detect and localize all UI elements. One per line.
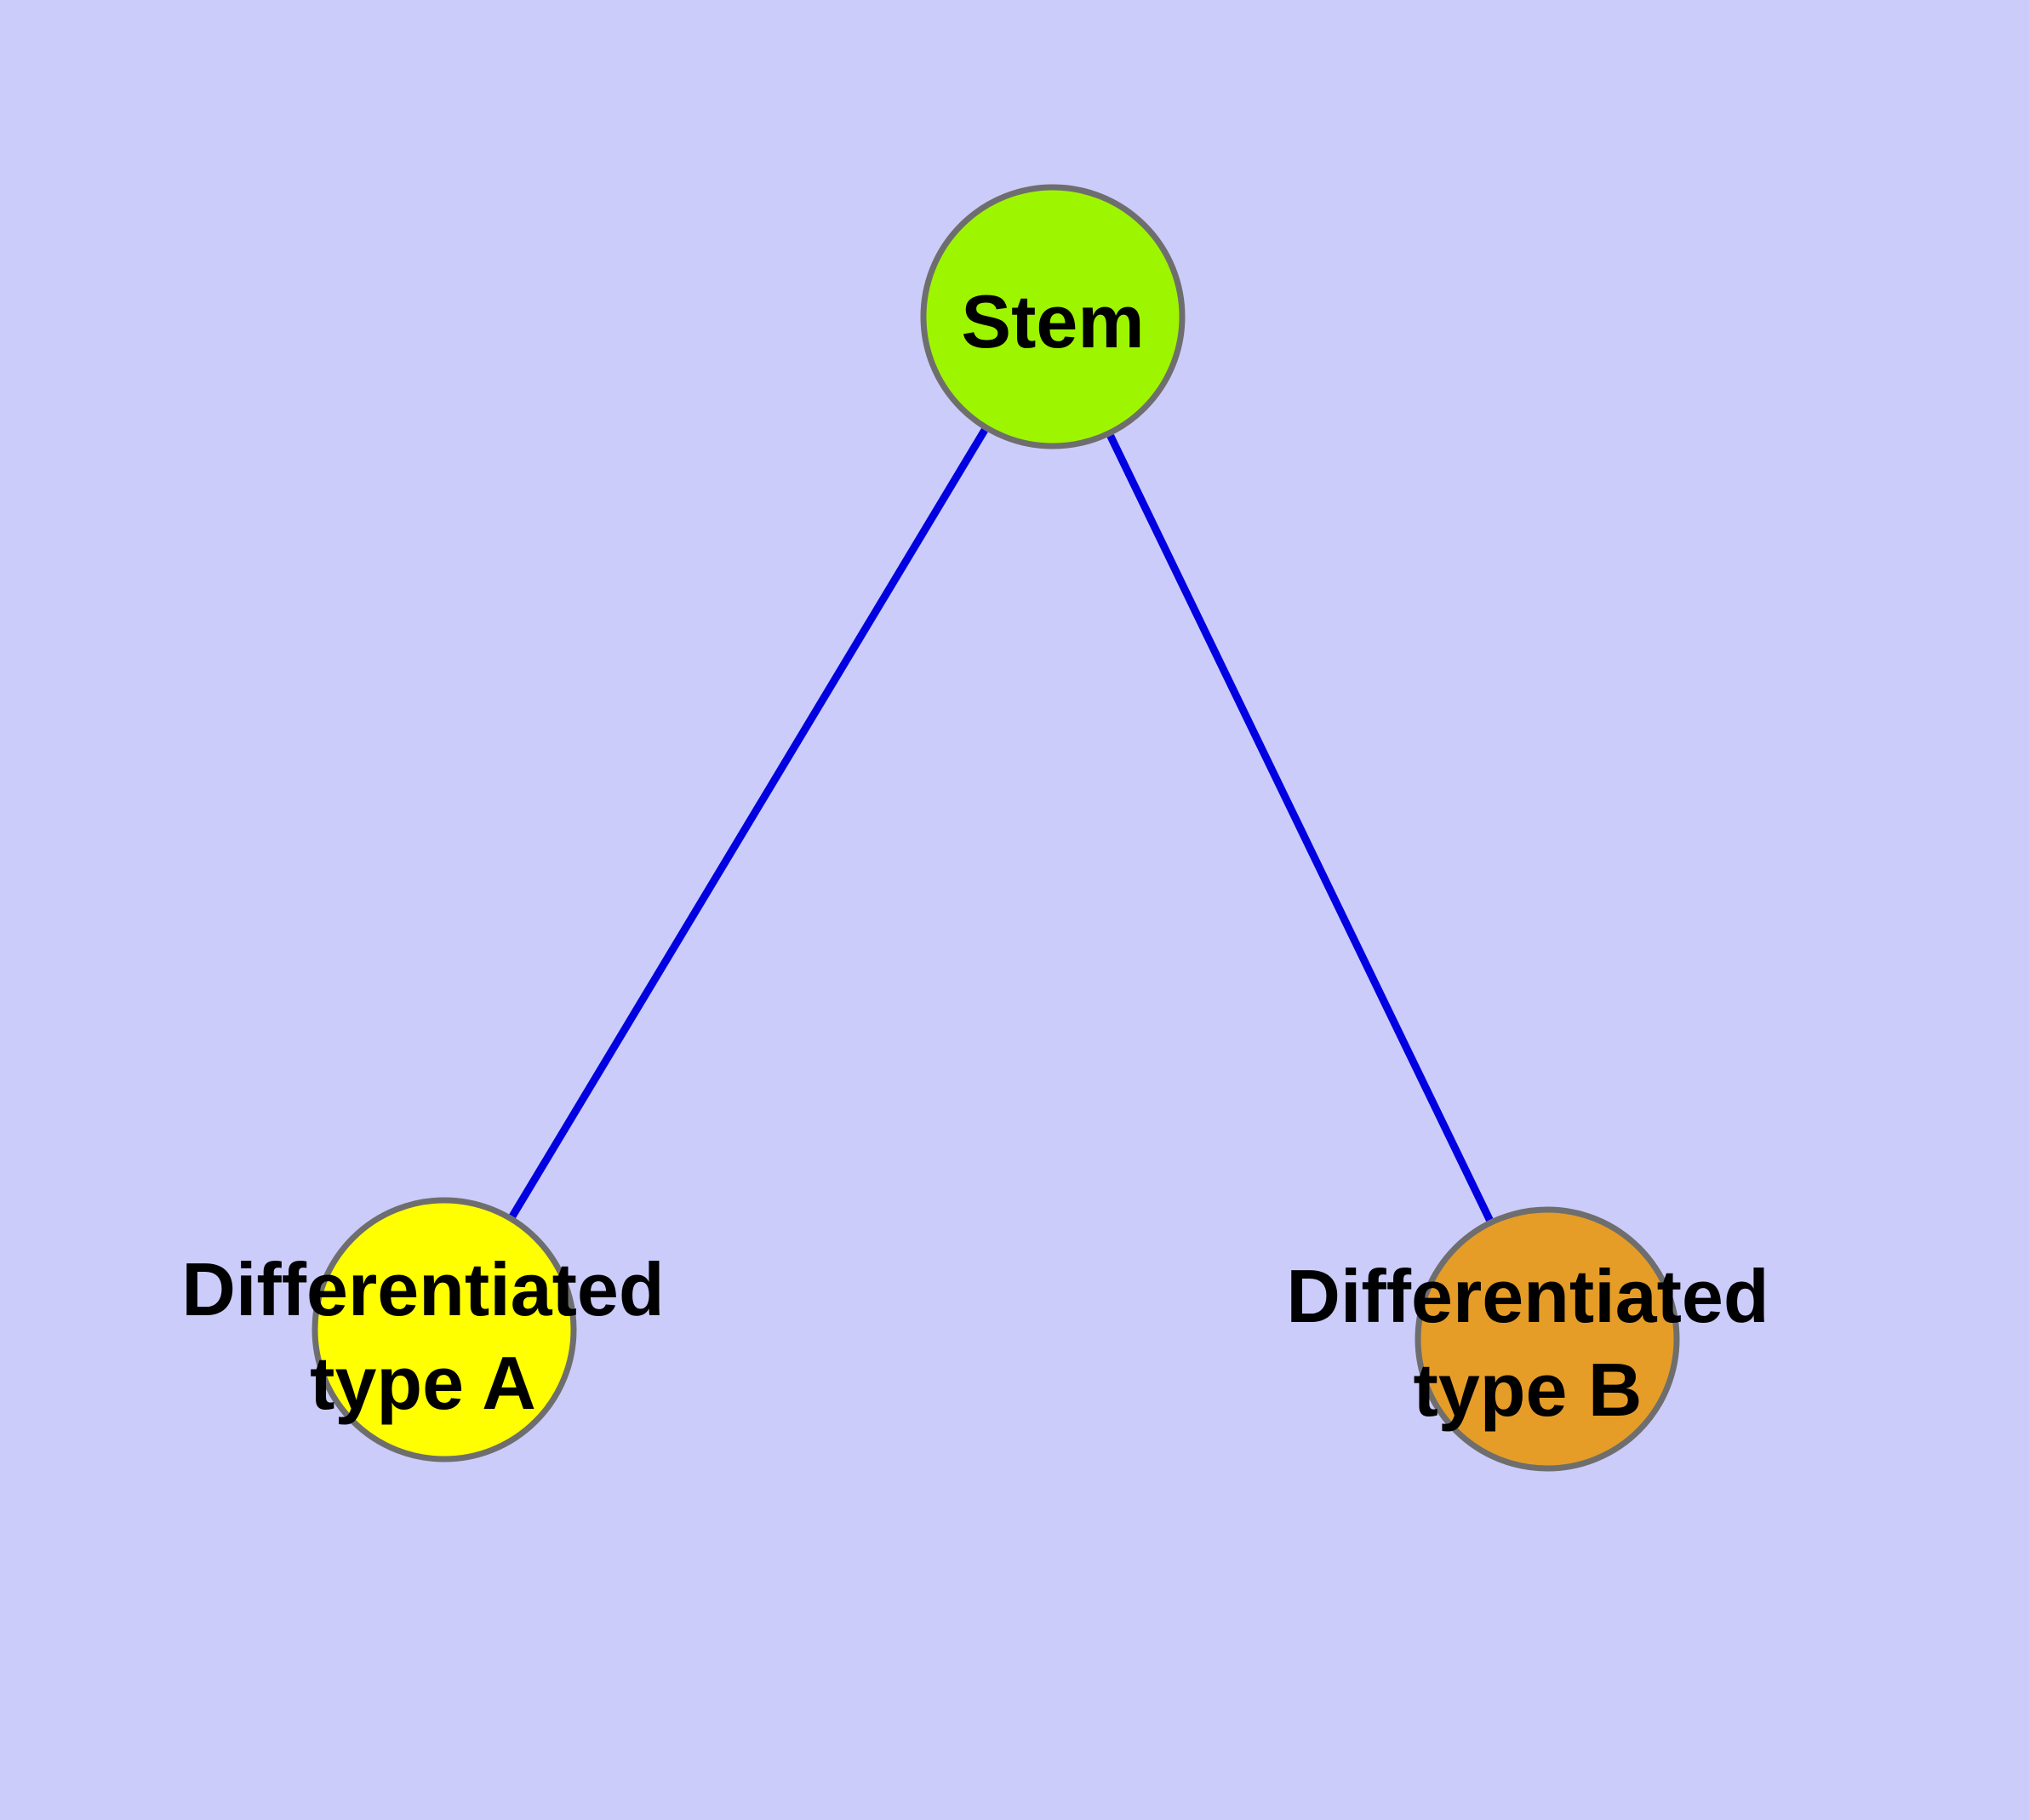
edge-stem-to-differentiated-type-a[interactable] — [509, 427, 988, 1219]
nodes-group — [311, 184, 1680, 1472]
node-label-line: type B — [1414, 1348, 1643, 1432]
node-label-stem: Stem — [961, 279, 1144, 363]
node-label-differentiated-type-b: Differentiated type B — [1286, 1254, 1769, 1432]
node-label-line: Stem — [961, 279, 1144, 363]
node-stem[interactable] — [920, 184, 1186, 449]
labels-group: Stem Differentiated type A Differentiated… — [181, 279, 1769, 1432]
edges-group — [509, 427, 1494, 1222]
node-label-differentiated-type-a: Differentiated type A — [181, 1247, 664, 1425]
node-differentiated-type-b[interactable] — [1415, 1206, 1680, 1472]
node-differentiated-type-a[interactable] — [311, 1197, 577, 1462]
edge-stem-to-differentiated-type-b[interactable] — [1106, 434, 1494, 1222]
node-label-line: type A — [310, 1341, 536, 1425]
node-label-line: Differentiated — [181, 1247, 664, 1331]
node-label-line: Differentiated — [1286, 1254, 1769, 1338]
